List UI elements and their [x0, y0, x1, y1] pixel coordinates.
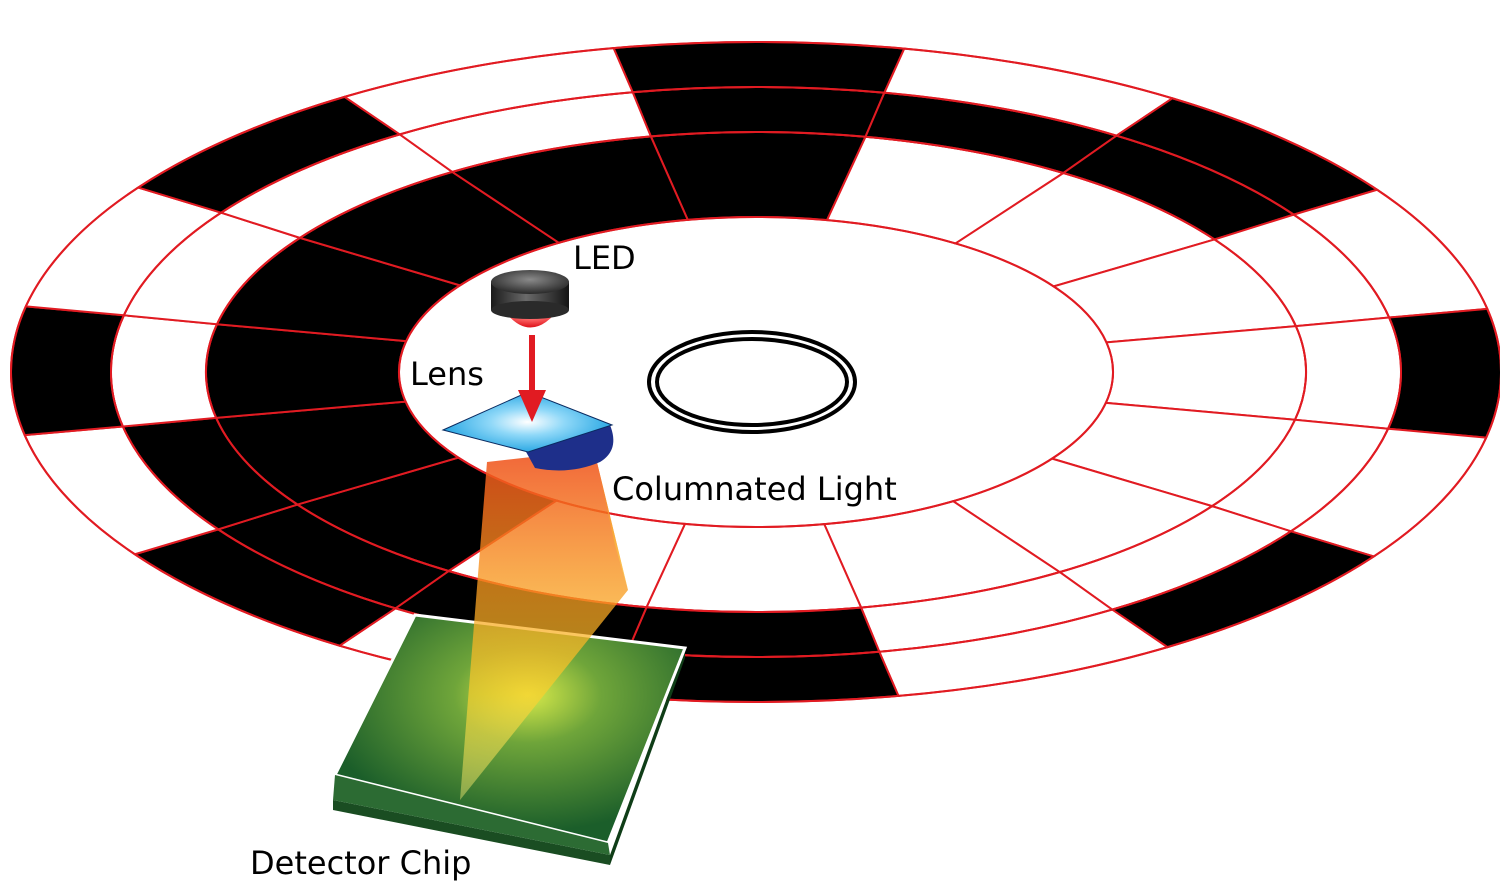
- lens: [441, 391, 614, 471]
- track-ring: [110, 86, 1402, 658]
- center-hub: [647, 330, 857, 434]
- encoder-segment: [1293, 316, 1402, 430]
- encoder-segment: [110, 314, 219, 428]
- track-ring: [10, 41, 1500, 703]
- columnated-light-label: Columnated Light: [612, 470, 897, 508]
- lens-label: Lens: [410, 355, 484, 393]
- encoder-segment: [10, 305, 126, 437]
- columnated-light-beam: [460, 450, 628, 800]
- light-arrow: [518, 335, 546, 422]
- encoder-segment: [612, 41, 906, 94]
- encoder-disk: [10, 41, 1500, 703]
- led-label: LED: [573, 239, 636, 277]
- encoder-segment: [1386, 307, 1500, 439]
- detector-chip-label: Detector Chip: [250, 844, 471, 882]
- track-ring: [205, 131, 1307, 613]
- led: [491, 270, 569, 328]
- encoder-segment: [631, 86, 886, 138]
- track-ring: [398, 216, 1114, 528]
